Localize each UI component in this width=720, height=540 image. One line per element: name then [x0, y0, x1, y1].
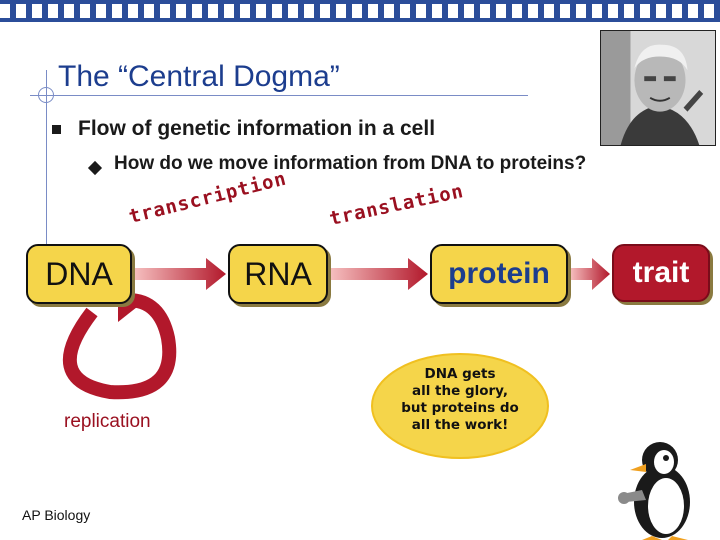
callout-bubble [371, 353, 549, 459]
callout-line: all the glory, [411, 383, 509, 399]
arrow-protein-to-trait [570, 258, 610, 290]
crosshair-icon [38, 87, 54, 103]
main-bullet-text: Flow of genetic information in a cell [78, 117, 436, 140]
arrow-dna-to-rna [134, 258, 226, 290]
top-bar-squares [0, 4, 720, 18]
callout-line: but proteins do [401, 400, 519, 416]
node-rna: RNA [228, 244, 328, 304]
node-dna: DNA [26, 244, 132, 304]
callout-line: DNA gets [424, 366, 496, 382]
sub-bullet-text: How do we move information from DNA to p… [114, 153, 587, 174]
node-protein: protein [430, 244, 568, 304]
callout-text: DNA gets all the glory, but proteins do … [376, 366, 544, 434]
penguin-mascot-icon [618, 442, 690, 540]
replication-label: replication [64, 411, 151, 432]
portrait-photo [600, 30, 716, 146]
slide-title: The “Central Dogma” [58, 60, 340, 93]
crosshair-vertical-line [46, 70, 47, 275]
crosshair-horizontal-line [30, 95, 528, 96]
replication-loop-arrow [62, 293, 177, 400]
callout-line: all the work! [411, 417, 509, 433]
top-decorative-bar [0, 0, 720, 22]
footer-label: AP Biology [22, 507, 91, 523]
arrow-rna-to-protein [330, 258, 428, 290]
square-bullet-icon [52, 125, 61, 134]
node-trait: trait [612, 244, 710, 302]
